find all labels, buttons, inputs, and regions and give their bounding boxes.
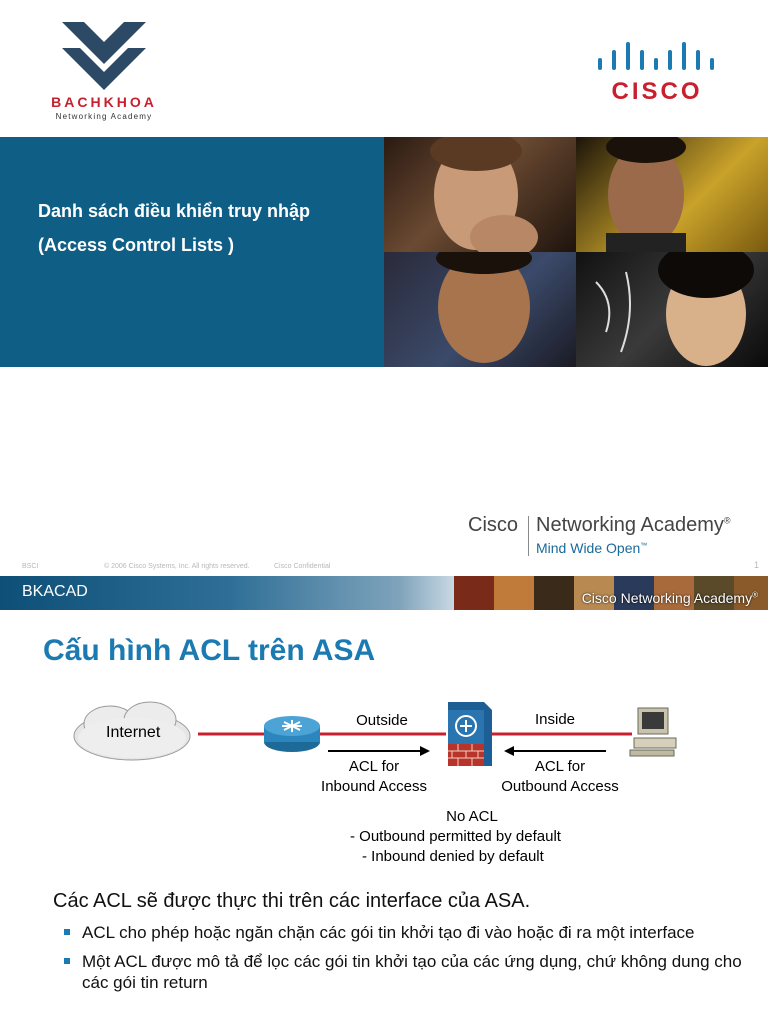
title-slide: BACHKHOA Networking Academy CISCO Danh s… bbox=[0, 8, 768, 570]
footer-page-number: 1 bbox=[754, 560, 760, 570]
bullet-square-icon bbox=[64, 958, 70, 964]
bachkhoa-subtitle: Networking Academy bbox=[55, 112, 153, 121]
footer-course: BSCI bbox=[22, 563, 39, 570]
main-statement: Các ACL sẽ được thực thi trên các interf… bbox=[53, 890, 531, 912]
router-icon bbox=[264, 716, 320, 752]
header-photo-strip: Cisco Networking Academy® bbox=[454, 576, 768, 610]
slide-title: Cấu hình ACL trên ASA bbox=[43, 634, 376, 667]
cna-tagline-text: Mind Wide Open bbox=[536, 540, 641, 556]
bkacad-label: BKACAD bbox=[22, 583, 88, 600]
slide-title-line1: Danh sách điều khiển truy nhập bbox=[38, 201, 311, 221]
acl-outbound-line1: ACL for bbox=[534, 758, 586, 775]
outside-label: Outside bbox=[356, 712, 408, 729]
acl-outbound-line2: Outbound Access bbox=[501, 778, 619, 795]
internet-cloud-icon bbox=[73, 701, 191, 761]
internet-label: Internet bbox=[106, 724, 161, 741]
bullet-square-icon bbox=[64, 929, 70, 935]
footer-copyright: © 2006 Cisco Systems, Inc. All rights re… bbox=[104, 563, 250, 570]
bullet-list: ACL cho phép hoặc ngăn chặn các gói tin … bbox=[64, 922, 744, 1001]
people-photo-collage bbox=[384, 137, 768, 367]
photo-man-thinking bbox=[384, 137, 576, 252]
bullet-text: ACL cho phép hoặc ngăn chặn các gói tin … bbox=[82, 923, 695, 942]
cna-tagline: Mind Wide Open™ bbox=[536, 540, 647, 556]
strip-cna-text: Cisco Networking Academy® bbox=[582, 590, 758, 606]
asa-firewall-icon bbox=[448, 702, 492, 766]
strip-registered-mark: ® bbox=[752, 590, 758, 600]
cna-academy-text: Networking Academy bbox=[536, 514, 724, 536]
pc-icon bbox=[629, 707, 677, 757]
photo-young-man bbox=[576, 137, 768, 252]
cna-separator bbox=[528, 516, 529, 556]
cna-cisco-word: Cisco bbox=[468, 514, 519, 536]
asa-acl-diagram: Internet Outside Inside ACL for Inbound … bbox=[60, 696, 700, 876]
cisco-bridge-icon bbox=[598, 42, 714, 70]
photo-woman bbox=[576, 252, 768, 367]
outbound-arrow-icon bbox=[504, 746, 606, 756]
acl-inbound-line2: Inbound Access bbox=[321, 778, 427, 795]
content-slide: BKACAD Cisco Networking Academy® Cấu hìn… bbox=[0, 576, 768, 1024]
cisco-networking-academy-logo: Cisco Networking Academy® Mind Wide Open… bbox=[466, 512, 766, 560]
inside-label: Inside bbox=[534, 711, 576, 728]
footer-confidential: Cisco Confidential bbox=[274, 563, 331, 570]
title-banner: Danh sách điều khiển truy nhập (Access C… bbox=[0, 137, 384, 367]
no-acl-label: No ACL bbox=[446, 808, 498, 825]
trademark-mark: ™ bbox=[640, 542, 648, 550]
registered-mark: ® bbox=[723, 515, 731, 526]
bullet-item: Một ACL được mô tả để lọc các gói tin kh… bbox=[64, 951, 744, 993]
cisco-logo: CISCO bbox=[592, 36, 722, 106]
slide-title-line2: (Access Control Lists ) bbox=[38, 235, 235, 255]
cisco-logo-text: CISCO bbox=[611, 78, 703, 105]
no-acl-outbound-default: - Outbound permitted by default bbox=[350, 828, 561, 845]
photo-smiling-man bbox=[384, 252, 576, 367]
bullet-item: ACL cho phép hoặc ngăn chặn các gói tin … bbox=[64, 922, 744, 943]
bachkhoa-name: BACHKHOA bbox=[51, 94, 157, 110]
bachkhoa-emblem-icon bbox=[62, 22, 146, 90]
acl-inbound-line1: ACL for bbox=[348, 758, 400, 775]
inbound-arrow-icon bbox=[328, 746, 430, 756]
bullet-text: Một ACL được mô tả để lọc các gói tin kh… bbox=[82, 952, 742, 992]
bachkhoa-logo: BACHKHOA Networking Academy bbox=[34, 8, 174, 126]
no-acl-inbound-default: - Inbound denied by default bbox=[362, 848, 544, 865]
strip-cna-label: Cisco Networking Academy bbox=[581, 590, 753, 606]
cna-academy-name: Networking Academy® bbox=[536, 514, 731, 537]
